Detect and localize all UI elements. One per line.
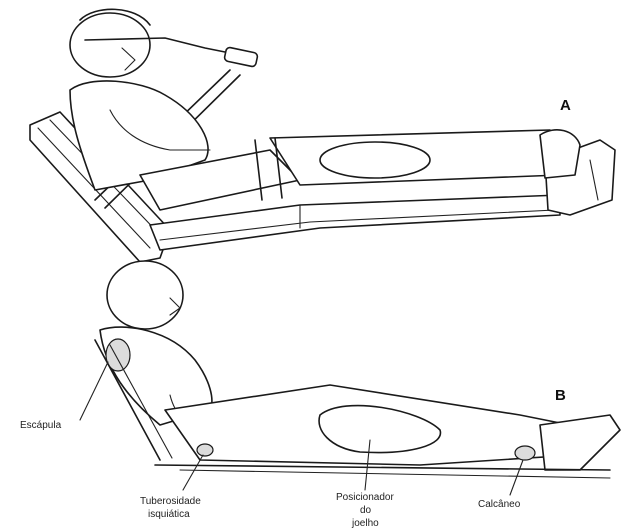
panel-a-feet xyxy=(540,130,580,178)
leader-calcaneo xyxy=(510,460,523,495)
panel-a-letter: A xyxy=(560,97,571,114)
label-tuberosidade-line2: isquiática xyxy=(148,509,190,520)
label-posicionador-line3: joelho xyxy=(351,518,379,529)
panel-b-foot-support xyxy=(540,415,620,470)
panel-a-bed-base xyxy=(150,195,560,250)
label-posicionador-line1: Posicionador xyxy=(336,492,394,503)
panel-a-figure xyxy=(30,9,615,262)
panel-b-bed-surface xyxy=(155,465,610,470)
panel-b-head xyxy=(107,261,183,329)
calcaneus-marker xyxy=(515,446,535,460)
panel-a-head xyxy=(70,13,150,77)
panel-a-knee-positioner xyxy=(320,142,430,178)
label-posicionador-line2: do xyxy=(360,505,372,516)
leader-tuberosidade xyxy=(183,455,203,490)
label-calcaneo: Calcâneo xyxy=(478,499,521,510)
ischial-tuberosity-marker xyxy=(197,444,213,456)
panel-b-letter: B xyxy=(555,387,566,404)
label-escapula: Escápula xyxy=(20,420,62,431)
leader-escapula xyxy=(80,362,108,420)
label-tuberosidade-line1: Tuberosidade xyxy=(140,496,201,507)
panel-b-figure xyxy=(95,261,620,478)
